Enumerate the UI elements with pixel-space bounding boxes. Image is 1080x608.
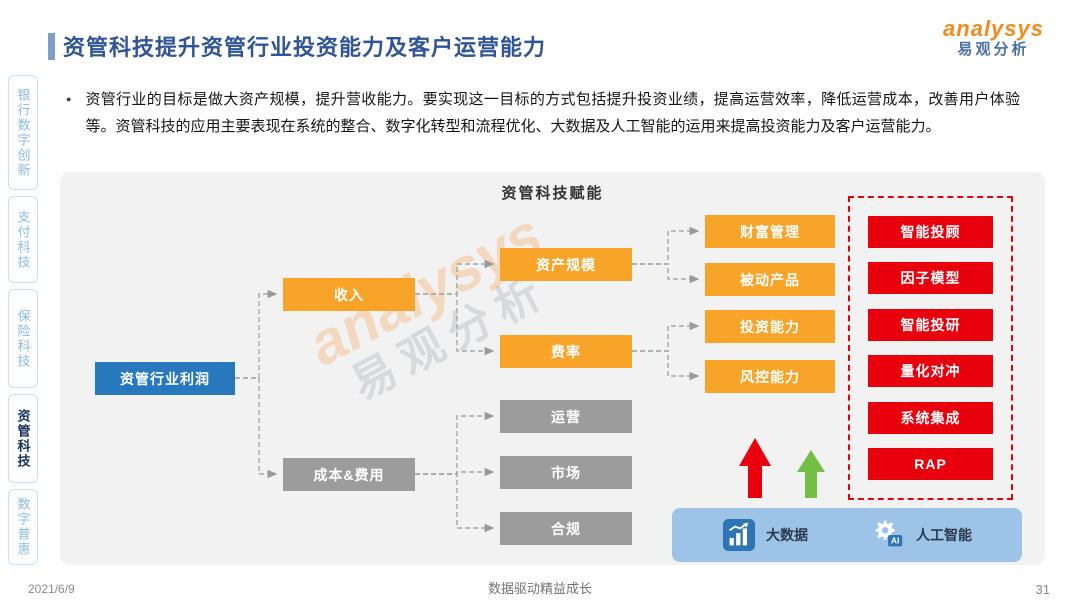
- sidebar-item-digital-inclusion[interactable]: 数字普惠: [8, 489, 38, 565]
- diagram-title: 资管科技赋能: [501, 185, 604, 202]
- tech-box-system-integration: 系统集成: [868, 401, 993, 434]
- flow-wealth-mgmt-box: 财富管理: [705, 215, 835, 248]
- footer-slogan: 数据驱动精益成长: [487, 581, 592, 596]
- up-arrow-green: [797, 450, 825, 498]
- flow-cost-box: 成本&费用: [283, 458, 415, 491]
- flow-passive-product-box: 被动产品: [705, 263, 835, 296]
- flow-connectors: [235, 226, 825, 533]
- bar-chart-icon: [722, 518, 756, 552]
- intro-paragraph: ● 资管行业的目标是做大资产规模，提升营收能力。要实现这一目标的方式包括提升投资…: [66, 86, 1020, 140]
- sidebar-item-asset-mgmt-tech[interactable]: 资管科技: [8, 394, 38, 483]
- sidebar-item-payment-tech[interactable]: 支付科技: [8, 196, 38, 283]
- title-accent-bar: [48, 33, 55, 60]
- legend-bigdata: 大数据: [722, 518, 808, 552]
- flow-risk-control-box: 风控能力: [705, 360, 835, 393]
- flow-root-box: 资管行业利润: [95, 362, 235, 395]
- flow-operation-box: 运营: [500, 400, 632, 433]
- analysys-logo: analysys 易观分析: [943, 16, 1044, 59]
- tech-box-quant-hedge: 量化对冲: [868, 355, 993, 388]
- sidebar: 银行数字创新 支付科技 保险科技 资管科技 数字普惠: [8, 75, 38, 565]
- flow-asset-scale-box: 资产规模: [500, 248, 632, 281]
- sidebar-item-insurance-tech[interactable]: 保险科技: [8, 289, 38, 388]
- analysys-logo-text: analysys: [943, 16, 1044, 41]
- tech-box-robo-advisor: 智能投顾: [868, 216, 993, 248]
- bullet-icon: ●: [66, 94, 72, 104]
- tech-panel: 智能投顾 因子模型 智能投研 量化对冲 系统集成 RAP: [848, 196, 1013, 500]
- tech-box-factor-model: 因子模型: [868, 262, 993, 295]
- flow-revenue-box: 收入: [283, 278, 415, 311]
- page-title: 资管科技提升资管行业投资能力及客户运营能力: [63, 35, 547, 60]
- flow-fee-rate-box: 费率: [500, 335, 632, 368]
- flow-invest-ability-box: 投资能力: [705, 310, 835, 343]
- flow-market-box: 市场: [500, 456, 632, 489]
- legend-ai-label: 人工智能: [916, 527, 972, 543]
- legend-bar: 大数据: [672, 508, 1022, 562]
- tech-box-rap: RAP: [868, 447, 993, 480]
- legend-ai: AI 人工智能: [872, 518, 972, 552]
- svg-text:AI: AI: [891, 536, 900, 546]
- intro-text: 资管行业的目标是做大资产规模，提升营收能力。要实现这一目标的方式包括提升投资业绩…: [85, 91, 1020, 135]
- tech-box-smart-research: 智能投研: [868, 308, 993, 341]
- flow-compliance-box: 合规: [500, 512, 632, 545]
- analysys-logo-cn: 易观分析: [957, 41, 1030, 59]
- footer-date: 2021/6/9: [28, 582, 75, 596]
- up-arrow-red: [739, 438, 771, 498]
- sidebar-item-bank-digital-innovation[interactable]: 银行数字创新: [8, 75, 38, 190]
- legend-bigdata-label: 大数据: [766, 527, 808, 543]
- diagram-canvas: analysys 易观分析 资管科技赋能: [60, 172, 1045, 565]
- ai-chip-icon: AI: [872, 518, 906, 552]
- footer-page-number: 31: [1035, 582, 1050, 597]
